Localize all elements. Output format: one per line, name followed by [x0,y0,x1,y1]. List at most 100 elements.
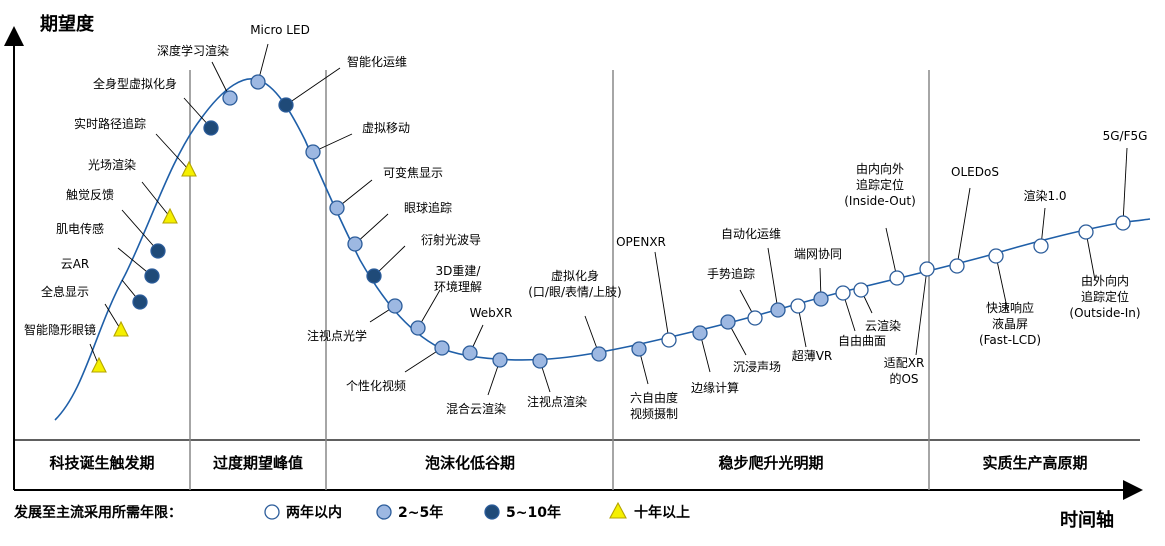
legend-2to5-marker [376,504,392,520]
technology-item: 智能化运维 [278,54,407,113]
technology-label-line: 实时路径追踪 [74,116,146,131]
technology-label-line: 眼球追踪 [404,200,452,215]
technology-item: 眼球追踪 [347,200,452,252]
lt2-circle-marker [1115,215,1131,231]
2to5-circle-marker [692,325,708,341]
technology-label: 肌电传感 [56,221,104,236]
phase-slope: 稳步爬升光明期 [718,454,823,472]
leader-line [104,303,122,331]
leader-line [1122,147,1128,224]
technology-label-line: 边缘计算 [691,380,739,395]
technology-label-line: 追踪定位 [1081,289,1129,304]
2to5-circle-marker [462,345,478,361]
technology-label: 端网协同 [794,246,842,261]
leader-line [654,251,670,341]
phase-peak: 过度期望峰值 [213,454,303,472]
technology-label-line: 的OS [889,371,918,386]
technology-label-line: 环境理解 [434,279,482,294]
technology-label-line: 混合云渲染 [446,401,506,416]
technology-item: 沉浸声场 [720,314,781,374]
technology-label: 虚拟化身(口/眼/表情/上肢) [528,268,622,299]
technology-label-line: OPENXR [616,235,666,249]
x-axis-title: 时间轴 [1060,509,1114,531]
technology-label-line: 自由曲面 [838,334,886,348]
technology-item: 光场渲染 [88,157,178,224]
leader-line [1085,231,1096,281]
technology-item: 注视点光学 [307,298,403,343]
5to10-circle-marker [366,268,382,284]
gt10-triangle-marker [113,320,129,337]
2to5-circle-marker [492,352,508,368]
technology-label-line: 由内向外 [856,161,904,176]
technology-label-line: 追踪定位 [856,177,904,192]
technology-label: 超薄VR [792,348,833,363]
technology-label: 手势追踪 [707,266,755,281]
legend-5to10-label: 5~10年 [506,504,561,521]
technology-item: OPENXR [616,235,677,348]
2to5-circle-marker [532,353,548,369]
lt2-circle-marker [919,261,935,277]
technology-label-line: 全身型虚拟化身 [93,76,177,91]
technology-label-line: 虚拟移动 [362,121,410,135]
lt2-circle-marker [747,310,763,326]
technology-label: 实时路径追踪 [74,116,146,131]
technology-item: 由内向外追踪定位(Inside-Out) [844,161,916,286]
y-axis-title: 期望度 [40,13,95,35]
technology-item: 混合云渲染 [446,352,508,416]
technology-label-line: (口/眼/表情/上肢) [528,284,622,299]
technology-item: 自动化运维 [721,227,786,318]
technology-item: 衍射光波导 [366,232,481,284]
phase-trigger: 科技诞生触发期 [49,454,154,472]
technology-label: 自由曲面 [838,334,886,348]
2to5-circle-marker [813,291,829,307]
technology-label-line: 个性化视频 [346,378,406,393]
technology-label: 5G/F5G [1103,129,1148,143]
leader-line [915,268,928,356]
technology-label-line: 云AR [61,257,90,271]
technology-item: 虚拟移动 [305,121,410,160]
2to5-circle-marker [770,302,786,318]
technology-label-line: 自动化运维 [721,227,781,241]
technology-item: OLEDoS [949,165,999,274]
phase-trough: 泡沫化低谷期 [425,454,515,472]
phase-plateau: 实质生产高原期 [982,454,1087,472]
technology-label: 云渲染 [865,318,901,333]
lt2-circle-marker [1078,224,1094,240]
2to5-circle-marker [434,340,450,356]
technology-label: 注视点光学 [307,328,367,343]
leader-line [995,255,1009,313]
lt2-circle-marker [661,332,677,348]
lt2-circle-marker [988,248,1004,264]
technology-label: 全身型虚拟化身 [93,76,177,91]
technology-label-line: 深度学习渲染 [157,43,229,58]
lt2-circle-marker [1033,238,1049,254]
2to5-circle-marker [250,74,266,90]
technology-item: 超薄VR [790,298,833,363]
technology-item: 可变焦显示 [329,165,443,216]
technology-label: 衍射光波导 [421,232,481,247]
legend-prefix: 发展至主流采用所需年限： [13,504,182,521]
technology-label-line: 渲染1.0 [1023,188,1066,203]
technology-label-line: 液晶屏 [992,316,1028,331]
technology-label-line: 适配XR [884,356,925,370]
technology-label: WebXR [470,306,513,320]
technology-label-line: 视频摄制 [630,406,678,421]
lt2-circle-marker [889,270,905,286]
technology-label-line: 全息显示 [41,284,89,299]
technology-item: 全身型虚拟化身 [93,76,219,136]
legend-lt2-marker [264,504,280,520]
technology-label: 虚拟移动 [362,121,410,135]
technology-label-line: 沉浸声场 [733,360,781,374]
technology-label: OLEDoS [951,165,999,179]
technology-label-line: 云渲染 [865,318,901,333]
technology-item: 虚拟化身(口/眼/表情/上肢) [528,268,622,362]
technology-label-line: 注视点渲染 [527,394,587,409]
technology-item: 云渲染 [853,282,901,333]
2to5-circle-marker [631,341,647,357]
technology-label: 混合云渲染 [446,401,506,416]
technology-item: 5G/F5G [1103,129,1148,231]
2to5-circle-marker [591,346,607,362]
technology-label-line: 衍射光波导 [421,232,481,247]
technology-item: 渲染1.0 [1023,188,1067,254]
